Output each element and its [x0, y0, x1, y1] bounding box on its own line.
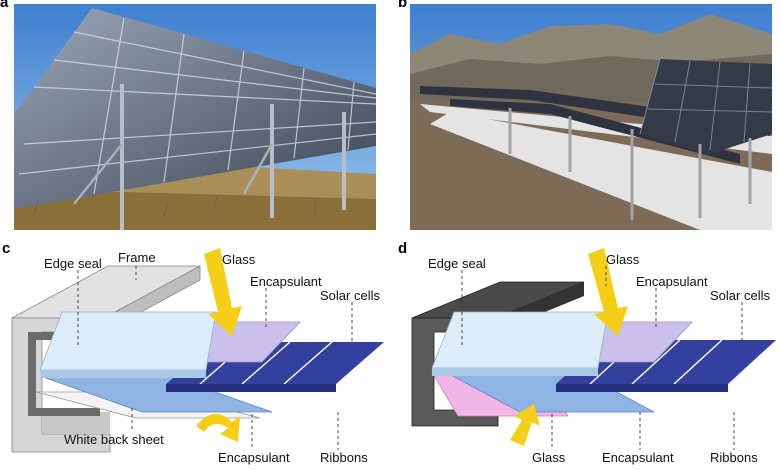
label-frame: Frame	[118, 250, 156, 265]
rear-light-arrow-icon	[510, 404, 540, 446]
label-encapsulant-top: Encapsulant	[250, 274, 322, 289]
diagram-monofacial-module: Edge seal Frame Glass Encapsulant Solar …	[11, 248, 384, 465]
panel-letter-d: d	[398, 240, 408, 257]
photo-bifacial-array	[410, 4, 772, 230]
front-glass	[39, 311, 217, 378]
reflection-arrow-icon	[196, 413, 240, 442]
diagram-bifacial-module: Edge seal Glass Encapsulant Solar cells …	[411, 248, 776, 465]
label-encapsulant-bottom: Encapsulant	[602, 450, 674, 465]
frame	[11, 265, 201, 453]
panel-letter-a: a	[0, 0, 9, 11]
label-ribbons: Ribbons	[320, 450, 368, 465]
photo-monofacial-array	[14, 4, 376, 230]
label-edge-seal: Edge seal	[44, 256, 102, 271]
label-white-back-sheet: White back sheet	[64, 432, 164, 447]
label-ribbons: Ribbons	[710, 450, 758, 465]
panel-letter-c: c	[2, 240, 11, 257]
label-glass: Glass	[222, 252, 256, 267]
front-glass	[431, 311, 609, 376]
label-glass-bottom: Glass	[532, 450, 566, 465]
label-glass-top: Glass	[606, 252, 640, 267]
edge-seal	[28, 332, 104, 416]
sunlight-arrow-icon	[588, 248, 628, 336]
label-encapsulant-bottom: Encapsulant	[218, 450, 290, 465]
label-solar-cells: Solar cells	[320, 288, 380, 303]
sunlight-arrow-icon	[204, 248, 242, 336]
label-solar-cells: Solar cells	[710, 288, 770, 303]
label-edge-seal: Edge seal	[428, 256, 486, 271]
panel-letter-b: b	[398, 0, 408, 11]
label-encapsulant-top: Encapsulant	[636, 274, 708, 289]
